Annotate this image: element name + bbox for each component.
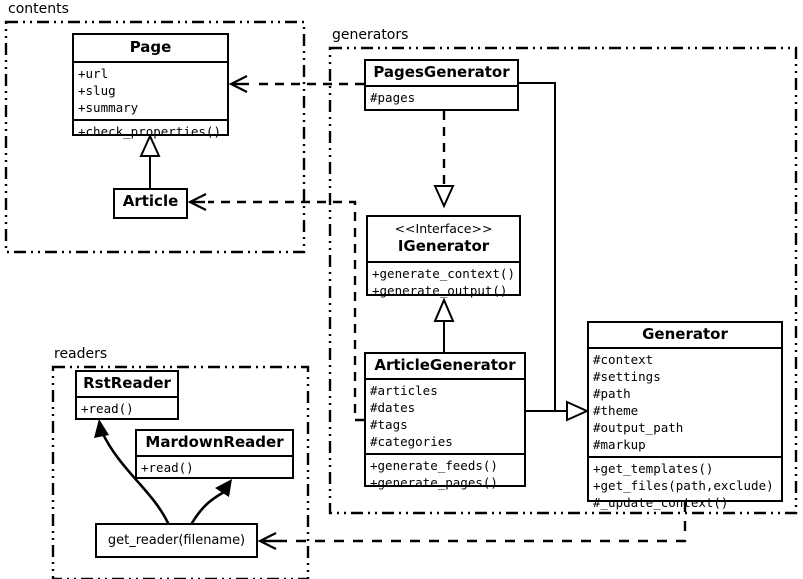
relationship-articlegenerator-to-generator	[526, 400, 590, 422]
class-attribute: #dates	[370, 400, 416, 415]
class-attribute: #markup	[593, 437, 646, 452]
class-attributes-page: +url +slug +summary	[74, 61, 227, 119]
class-attribute: +summary	[78, 100, 139, 115]
function-box-get-reader[interactable]: get_reader(filename)	[95, 523, 258, 558]
class-methods-page: +check_properties()	[74, 119, 227, 143]
class-box-articlegenerator[interactable]: ArticleGenerator #articles #dates #tags …	[364, 352, 526, 490]
class-attribute: #settings	[593, 369, 661, 384]
relationship-articlegenerator-to-igenerator	[433, 297, 455, 352]
class-method: +get_templates()	[593, 461, 714, 476]
class-attribute: #theme	[593, 403, 639, 418]
class-box-pagesgenerator[interactable]: PagesGenerator #pages	[364, 59, 519, 111]
function-label-get-reader: get_reader(filename)	[107, 533, 246, 548]
class-box-article[interactable]: Article	[113, 188, 188, 219]
class-method: +generate_feeds()	[370, 458, 498, 473]
class-methods-articlegenerator: +generate_feeds() +generate_pages()	[366, 453, 524, 494]
class-method: +check_properties()	[78, 124, 221, 139]
class-name-pagesgenerator: PagesGenerator	[373, 63, 510, 81]
class-attribute: #tags	[370, 417, 408, 432]
class-name-articlegenerator: ArticleGenerator	[374, 356, 516, 374]
package-label-contents: contents	[6, 1, 71, 17]
class-method: +generate_output()	[372, 283, 508, 298]
package-label-generators: generators	[330, 27, 411, 43]
class-attribute: #output_path	[593, 420, 684, 435]
class-attribute: +slug	[78, 83, 116, 98]
class-method: +generate_context()	[372, 266, 515, 281]
package-frame-generators	[328, 46, 798, 515]
class-box-generator[interactable]: Generator #context #settings #path #them…	[587, 321, 783, 510]
class-method: +read()	[141, 460, 194, 475]
relationship-article-to-page	[139, 133, 161, 188]
class-methods-mardownreader: +read()	[137, 455, 292, 479]
class-name-generator: Generator	[642, 325, 728, 343]
class-box-mardownreader[interactable]: MardownReader +read()	[135, 429, 294, 479]
class-attribute: #categories	[370, 434, 453, 449]
class-name-article: Article	[122, 192, 179, 210]
class-name-page: Page	[129, 38, 172, 56]
class-methods-igenerator: +generate_context() +generate_output()	[368, 261, 519, 302]
class-attribute: #context	[593, 352, 654, 367]
class-method: +read()	[81, 401, 134, 416]
class-attributes-articlegenerator: #articles #dates #tags #categories	[366, 378, 524, 453]
class-method: +get_files(path,exclude)	[593, 478, 774, 493]
class-header-igenerator: <<Interface>> IGenerator	[368, 217, 519, 261]
relationship-generator-uses-get-reader	[257, 502, 687, 550]
relationship-get-reader-creates-mardownreader	[190, 479, 232, 525]
class-box-igenerator[interactable]: <<Interface>> IGenerator +generate_conte…	[366, 215, 521, 298]
package-frame-contents	[4, 20, 306, 254]
class-attributes-pagesgenerator: #pages	[366, 85, 517, 109]
relationship-pagesgenerator-uses-page	[228, 75, 364, 93]
class-attribute: +url	[78, 66, 109, 81]
relationship-get-reader-creates-rstreader	[94, 419, 170, 525]
class-method: #_update_context()	[593, 495, 729, 510]
class-method: +generate_pages()	[370, 475, 498, 490]
class-stereotype-igenerator: <<Interface>>	[394, 221, 493, 236]
relationship-articlegenerator-uses-article	[187, 193, 364, 422]
class-box-rstreader[interactable]: RstReader +read()	[75, 370, 179, 420]
class-attribute: #articles	[370, 383, 438, 398]
class-methods-rstreader: +read()	[77, 396, 177, 420]
class-methods-generator: +get_templates() +get_files(path,exclude…	[589, 456, 781, 514]
class-attributes-generator: #context #settings #path #theme #output_…	[589, 347, 781, 456]
package-frame-readers	[51, 365, 310, 579]
relationship-pagesgenerator-to-generator	[519, 82, 568, 412]
class-name-igenerator: IGenerator	[397, 237, 490, 255]
relationship-pagesgenerator-to-igenerator	[433, 111, 455, 209]
class-name-mardownreader: MardownReader	[145, 433, 284, 451]
class-attribute: #pages	[370, 90, 416, 105]
package-label-readers: readers	[52, 346, 110, 362]
class-attribute: #path	[593, 386, 631, 401]
class-name-rstreader: RstReader	[83, 374, 171, 392]
class-box-page[interactable]: Page +url +slug +summary +check_properti…	[72, 33, 229, 139]
